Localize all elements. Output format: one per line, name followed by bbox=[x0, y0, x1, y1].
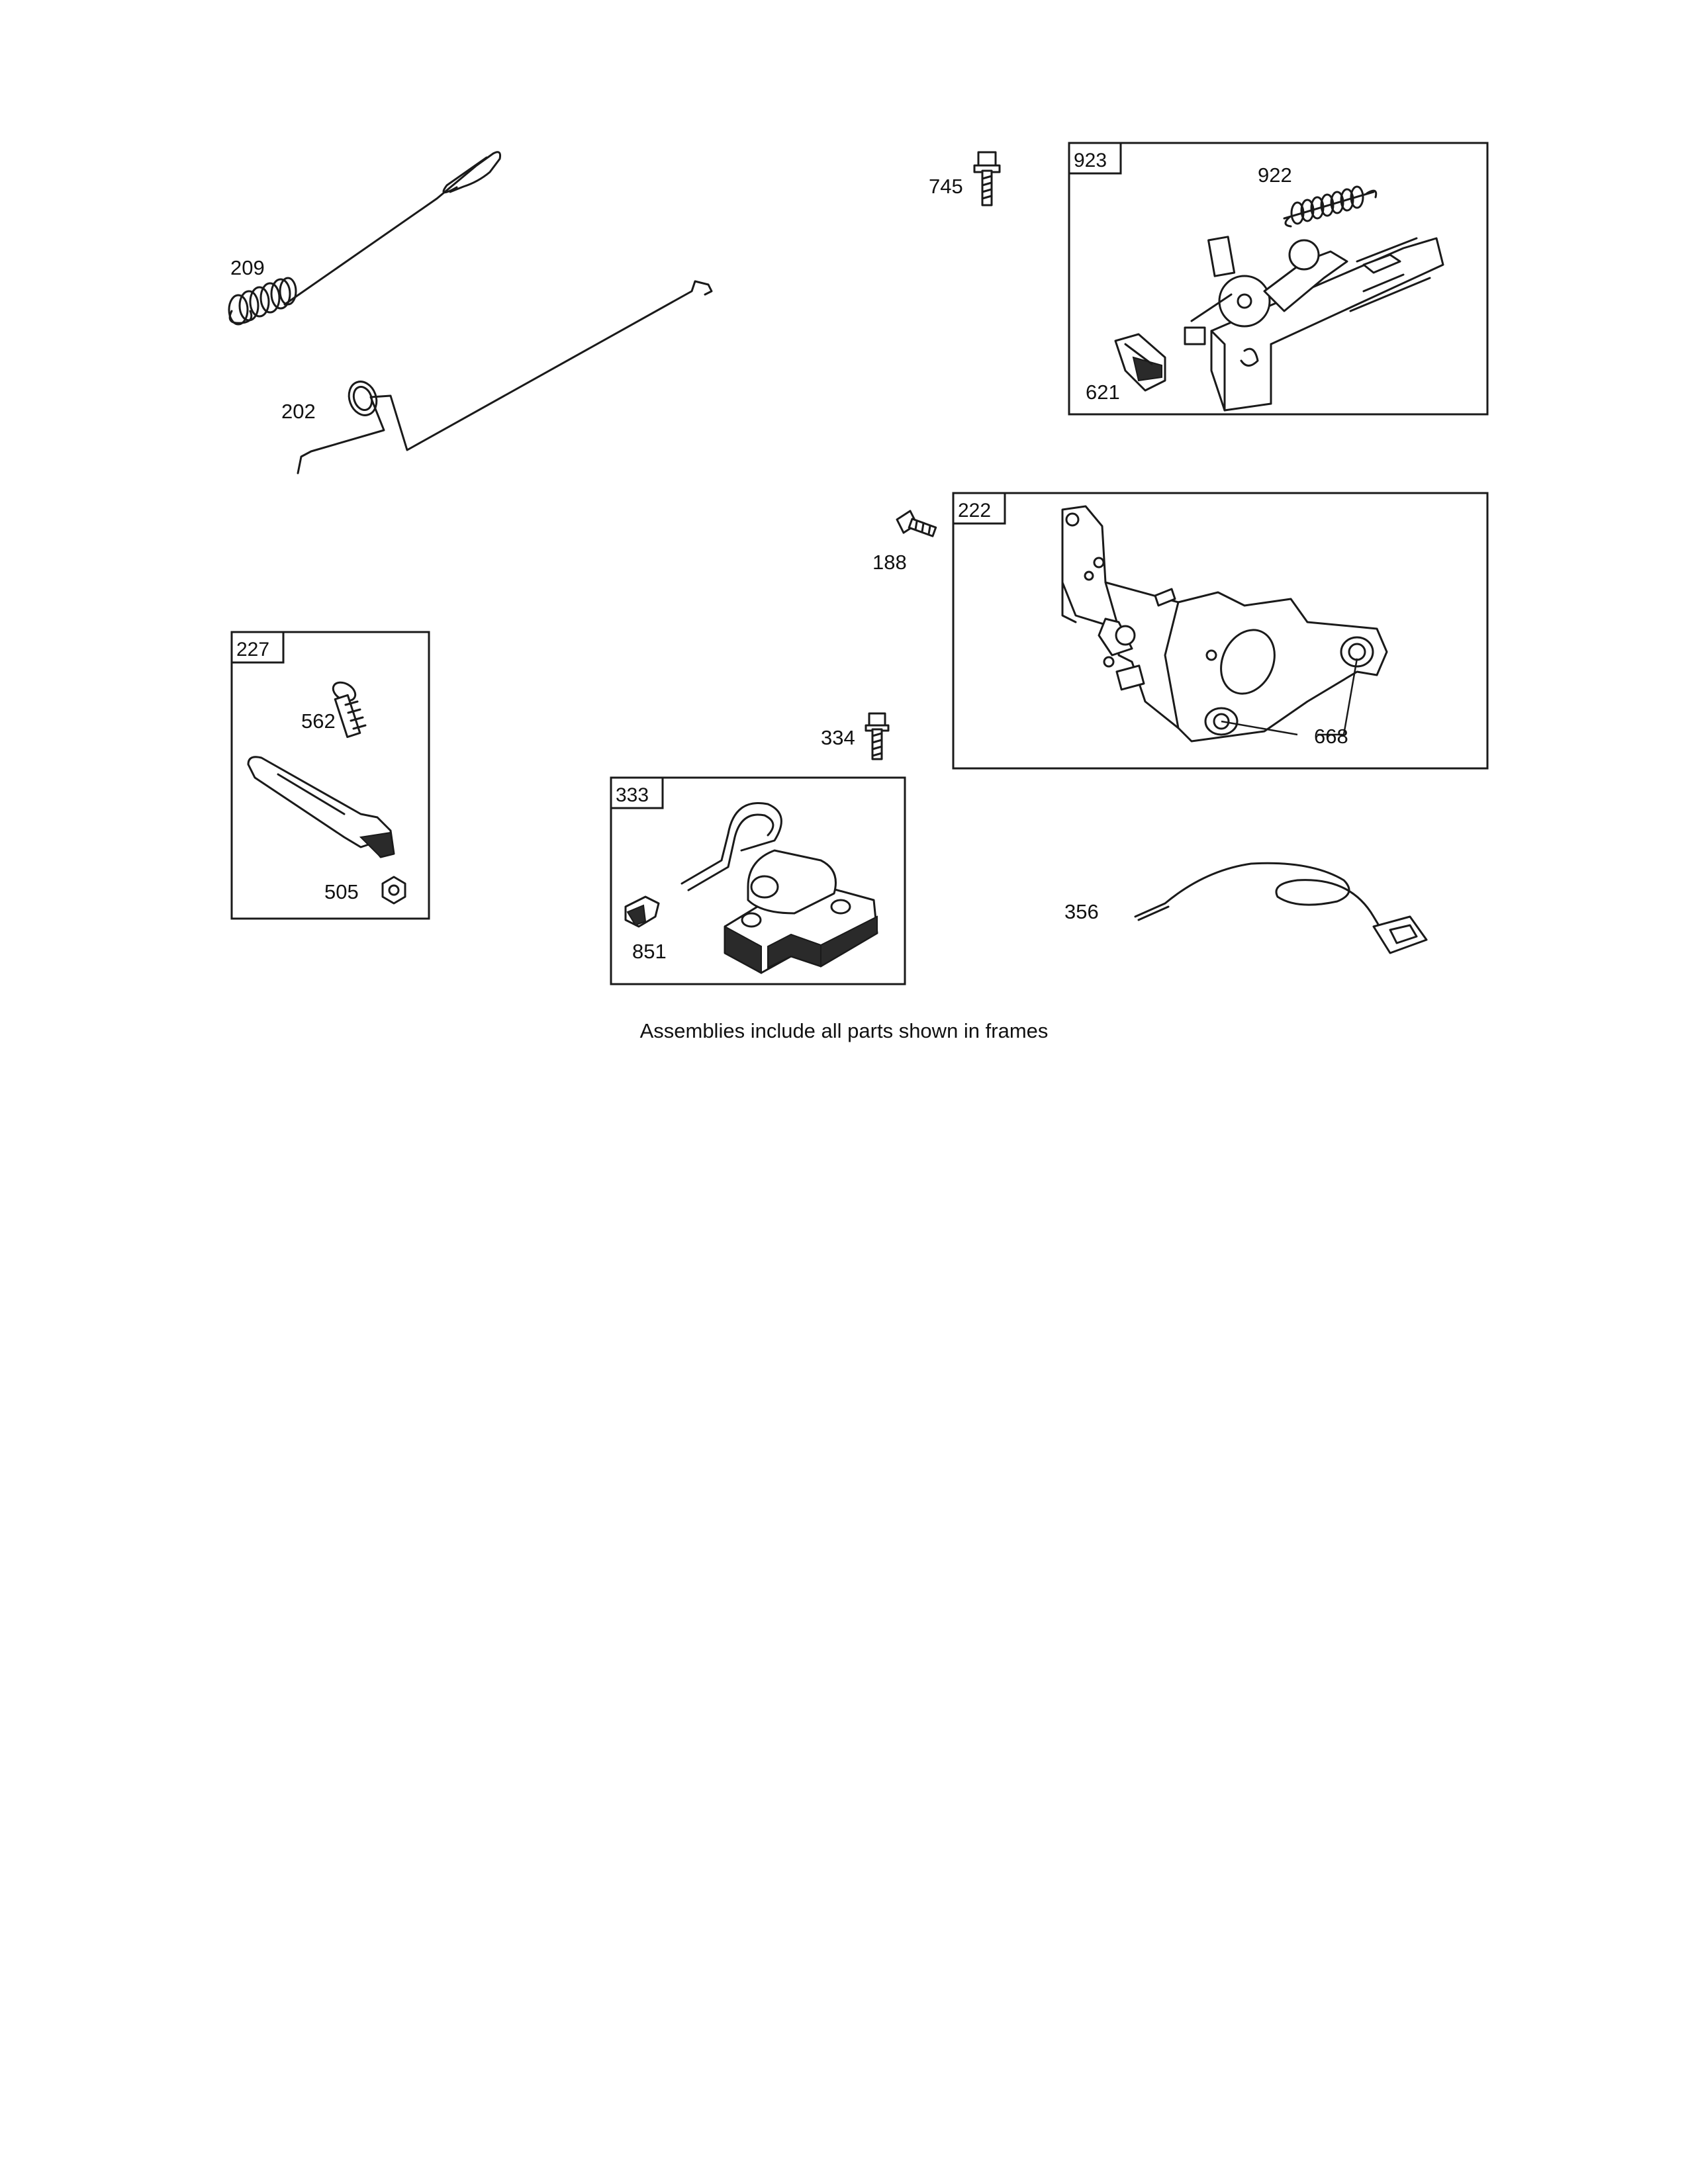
frame-222-label: 222 bbox=[958, 500, 991, 522]
label-505: 505 bbox=[324, 880, 359, 903]
frame-333 bbox=[610, 776, 906, 985]
label-621: 621 bbox=[1086, 381, 1120, 404]
frame-923-tab bbox=[1068, 142, 1122, 175]
label-356: 356 bbox=[1064, 900, 1099, 923]
label-202: 202 bbox=[281, 400, 316, 423]
part-227-lever bbox=[247, 756, 395, 858]
frame-222-tab bbox=[952, 492, 1006, 525]
frame-923-label: 923 bbox=[1074, 150, 1107, 171]
frame-333-tab bbox=[610, 776, 664, 809]
part-356-ground-wire bbox=[1134, 862, 1428, 954]
label-562: 562 bbox=[301, 709, 336, 733]
assembly-caption: Assemblies include all parts shown in fr… bbox=[639, 1019, 1049, 1042]
label-745: 745 bbox=[929, 175, 963, 198]
label-668: 668 bbox=[1314, 725, 1348, 748]
part-209-governor-spring bbox=[228, 151, 501, 326]
frame-222 bbox=[952, 492, 1489, 770]
part-505-nut bbox=[381, 876, 406, 905]
part-188-screw bbox=[896, 510, 937, 537]
frame-227-label: 227 bbox=[236, 639, 269, 660]
part-745-screw bbox=[973, 151, 1001, 206]
frame-227-tab bbox=[230, 631, 285, 664]
label-851: 851 bbox=[632, 940, 667, 963]
label-188: 188 bbox=[872, 551, 907, 574]
frame-227 bbox=[230, 631, 430, 920]
frame-333-label: 333 bbox=[616, 784, 649, 806]
label-922: 922 bbox=[1258, 163, 1292, 187]
part-851-connector bbox=[624, 895, 660, 928]
part-562-screw bbox=[332, 681, 367, 739]
part-922-spring bbox=[1283, 185, 1378, 228]
part-923-control-bracket bbox=[1184, 236, 1444, 412]
part-334-screw bbox=[865, 712, 890, 760]
label-209: 209 bbox=[230, 256, 265, 279]
frame-923 bbox=[1068, 142, 1489, 416]
part-222-bracket bbox=[1061, 505, 1388, 743]
label-334: 334 bbox=[821, 726, 855, 749]
part-202-governor-link bbox=[297, 280, 713, 475]
part-333-armature bbox=[680, 802, 878, 974]
leader-668 bbox=[1221, 658, 1358, 736]
part-621-clip bbox=[1114, 333, 1166, 392]
